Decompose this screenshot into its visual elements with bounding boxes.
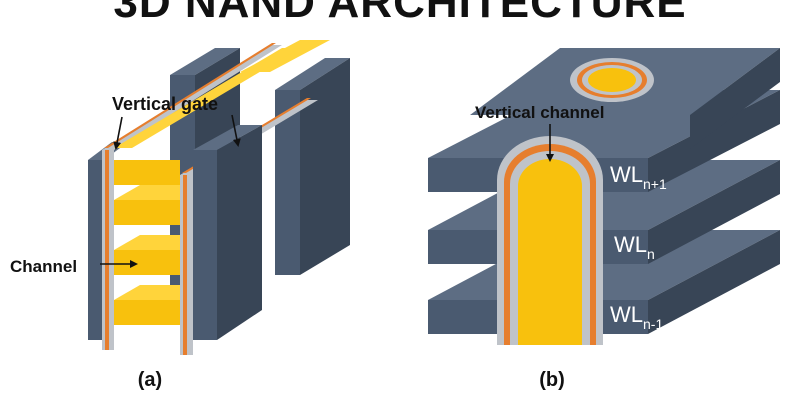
- vertical-channel-label: Vertical channel: [475, 103, 604, 122]
- wordline-label-n-plus-1: WLn+1: [610, 162, 667, 192]
- vertical-gate-label: Vertical gate: [112, 94, 218, 114]
- left-oxide-stack: [102, 43, 282, 350]
- channel-top-view: [570, 58, 654, 102]
- wordline-label-n-minus-1: WLn-1: [610, 302, 663, 332]
- diagram-title: 3D NAND ARCHITECTURE: [113, 0, 687, 27]
- right-back-gate-block: [275, 58, 350, 275]
- right-gate-block: [193, 125, 262, 340]
- vertical-channel-pillar: [497, 136, 603, 345]
- panel-a-caption: (a): [138, 369, 162, 391]
- panel-a-vertical-gate: Vertical gate Channel (a): [10, 40, 350, 391]
- channel-label: Channel: [10, 257, 77, 276]
- wordline-label-n: WLn: [614, 232, 655, 262]
- panel-b-caption: (b): [539, 369, 565, 391]
- panel-b-vertical-channel: Vertical channel WLn+1 WLn WLn-1 (b): [428, 48, 780, 391]
